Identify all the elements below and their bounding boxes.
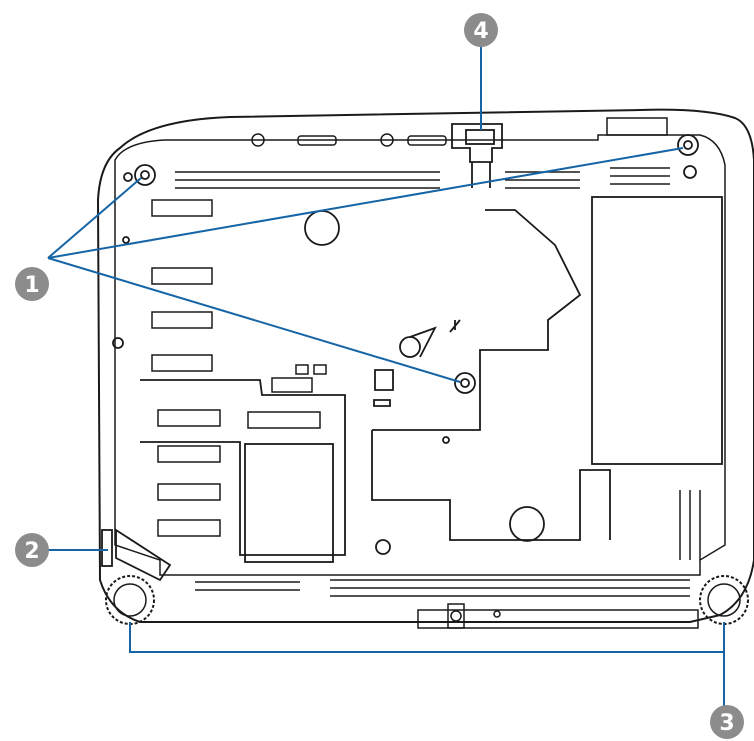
top-vent-slits: [175, 117, 670, 189]
callout-1: 1: [15, 267, 49, 301]
cable-holder: [451, 123, 503, 188]
projector-outline: [96, 108, 754, 623]
svg-text:1: 1: [24, 273, 39, 298]
svg-text:4: 4: [473, 19, 488, 44]
svg-text:3: 3: [719, 711, 734, 736]
left-vent-grille: [151, 199, 327, 537]
mounting-points: [123, 134, 699, 394]
leader-lines: [47, 44, 725, 710]
security-slot: [101, 528, 172, 582]
bottom-vent-slits: [195, 490, 701, 629]
callout-3: 3: [710, 705, 744, 739]
front-foot-right: [699, 575, 749, 625]
callout-2: 2: [15, 533, 49, 567]
callout-4: 4: [464, 13, 498, 47]
center-structure: [112, 196, 723, 563]
svg-text:2: 2: [24, 539, 39, 564]
